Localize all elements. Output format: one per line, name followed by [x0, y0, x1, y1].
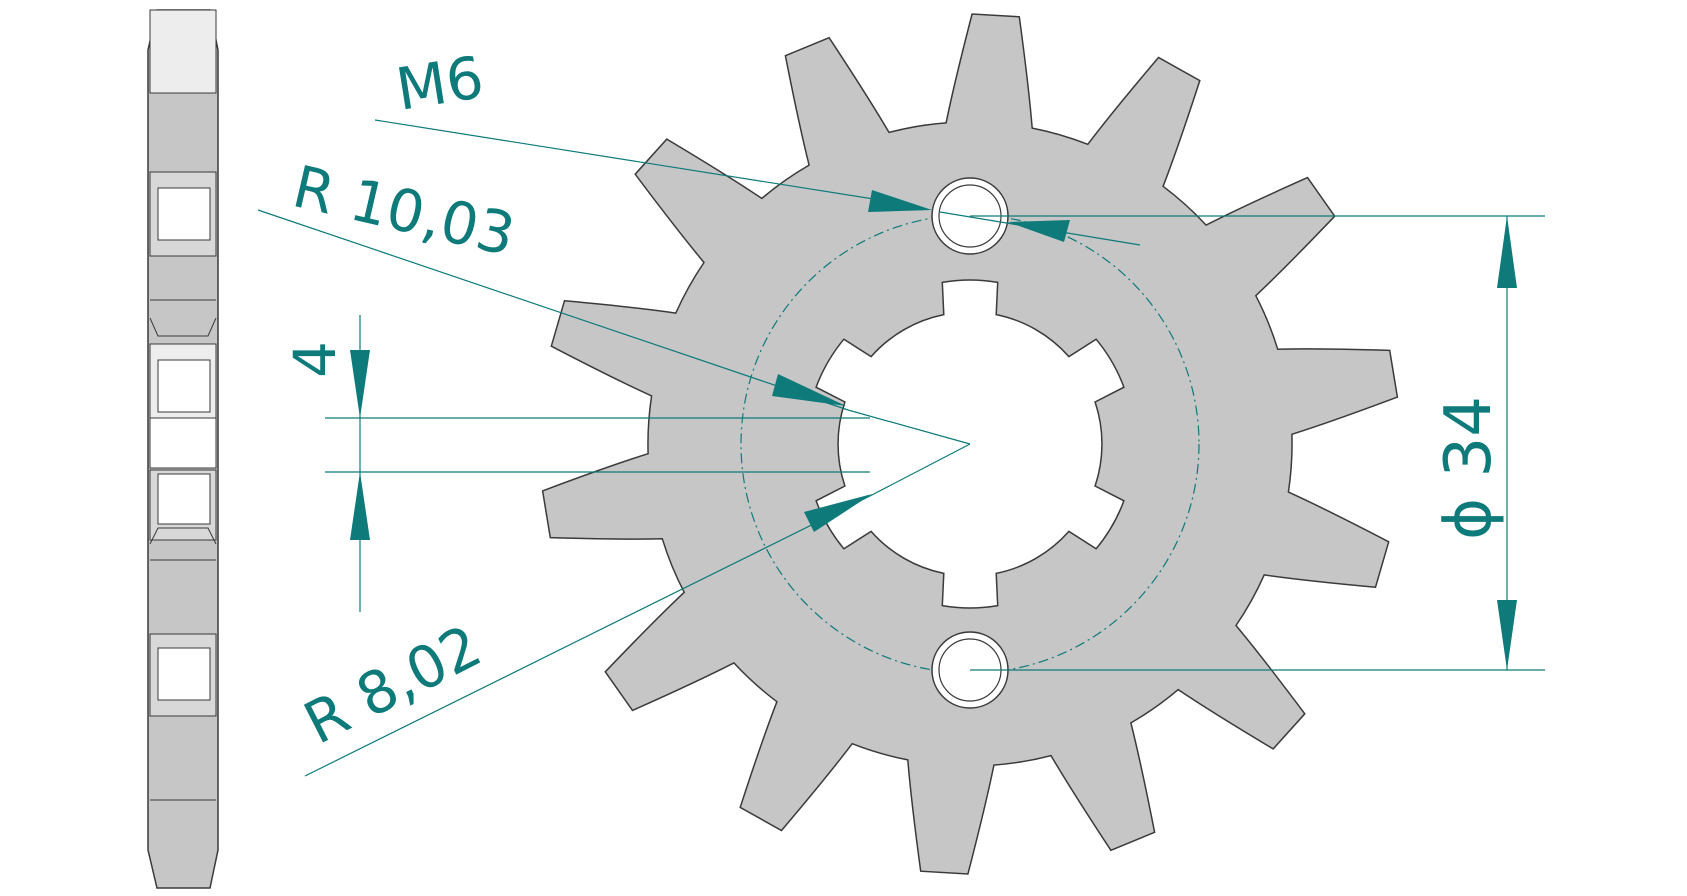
dimension-arrows: [350, 190, 1517, 670]
side-profile-window-inner: [157, 473, 211, 525]
inner-radius-leader-line: [304, 495, 871, 777]
side-profile-hub-band: [149, 417, 217, 469]
side-profile-window-inner: [157, 647, 211, 701]
key-arrow-up: [350, 472, 370, 540]
side-profile-top-cap: [149, 9, 217, 94]
key-arrow-down: [350, 350, 370, 418]
dimension-lines: [257, 119, 1545, 777]
inner-radius-arrow: [804, 494, 872, 532]
side-profile-view: [147, 9, 219, 889]
bolt-circle-label: ϕ 34: [1432, 396, 1506, 540]
side-profile-chamfer: [149, 527, 217, 545]
side-profile-chamfer: [149, 317, 217, 337]
outer-radius-label: R 10,03: [287, 152, 521, 269]
outer-radius-arrow: [772, 374, 846, 406]
side-profile-window-inner: [157, 187, 211, 241]
key-width-label: 4: [281, 341, 349, 378]
thread-arrow: [1008, 220, 1070, 242]
bolt-circle-arrow-bottom: [1497, 600, 1517, 670]
thread-label: M6: [392, 43, 489, 124]
inner-radius-center-line: [869, 443, 971, 497]
thread-leader-line: [374, 119, 881, 201]
thread-arrow: [868, 190, 932, 212]
side-profile-window-inner: [157, 359, 211, 413]
outer-radius-leader-line: [257, 209, 849, 411]
bolt-circle: [740, 214, 1200, 674]
inner-radius-label: R 8,02: [293, 612, 491, 758]
outer-radius-center-line: [847, 409, 971, 445]
bolt-circle-arrow-top: [1497, 216, 1517, 288]
